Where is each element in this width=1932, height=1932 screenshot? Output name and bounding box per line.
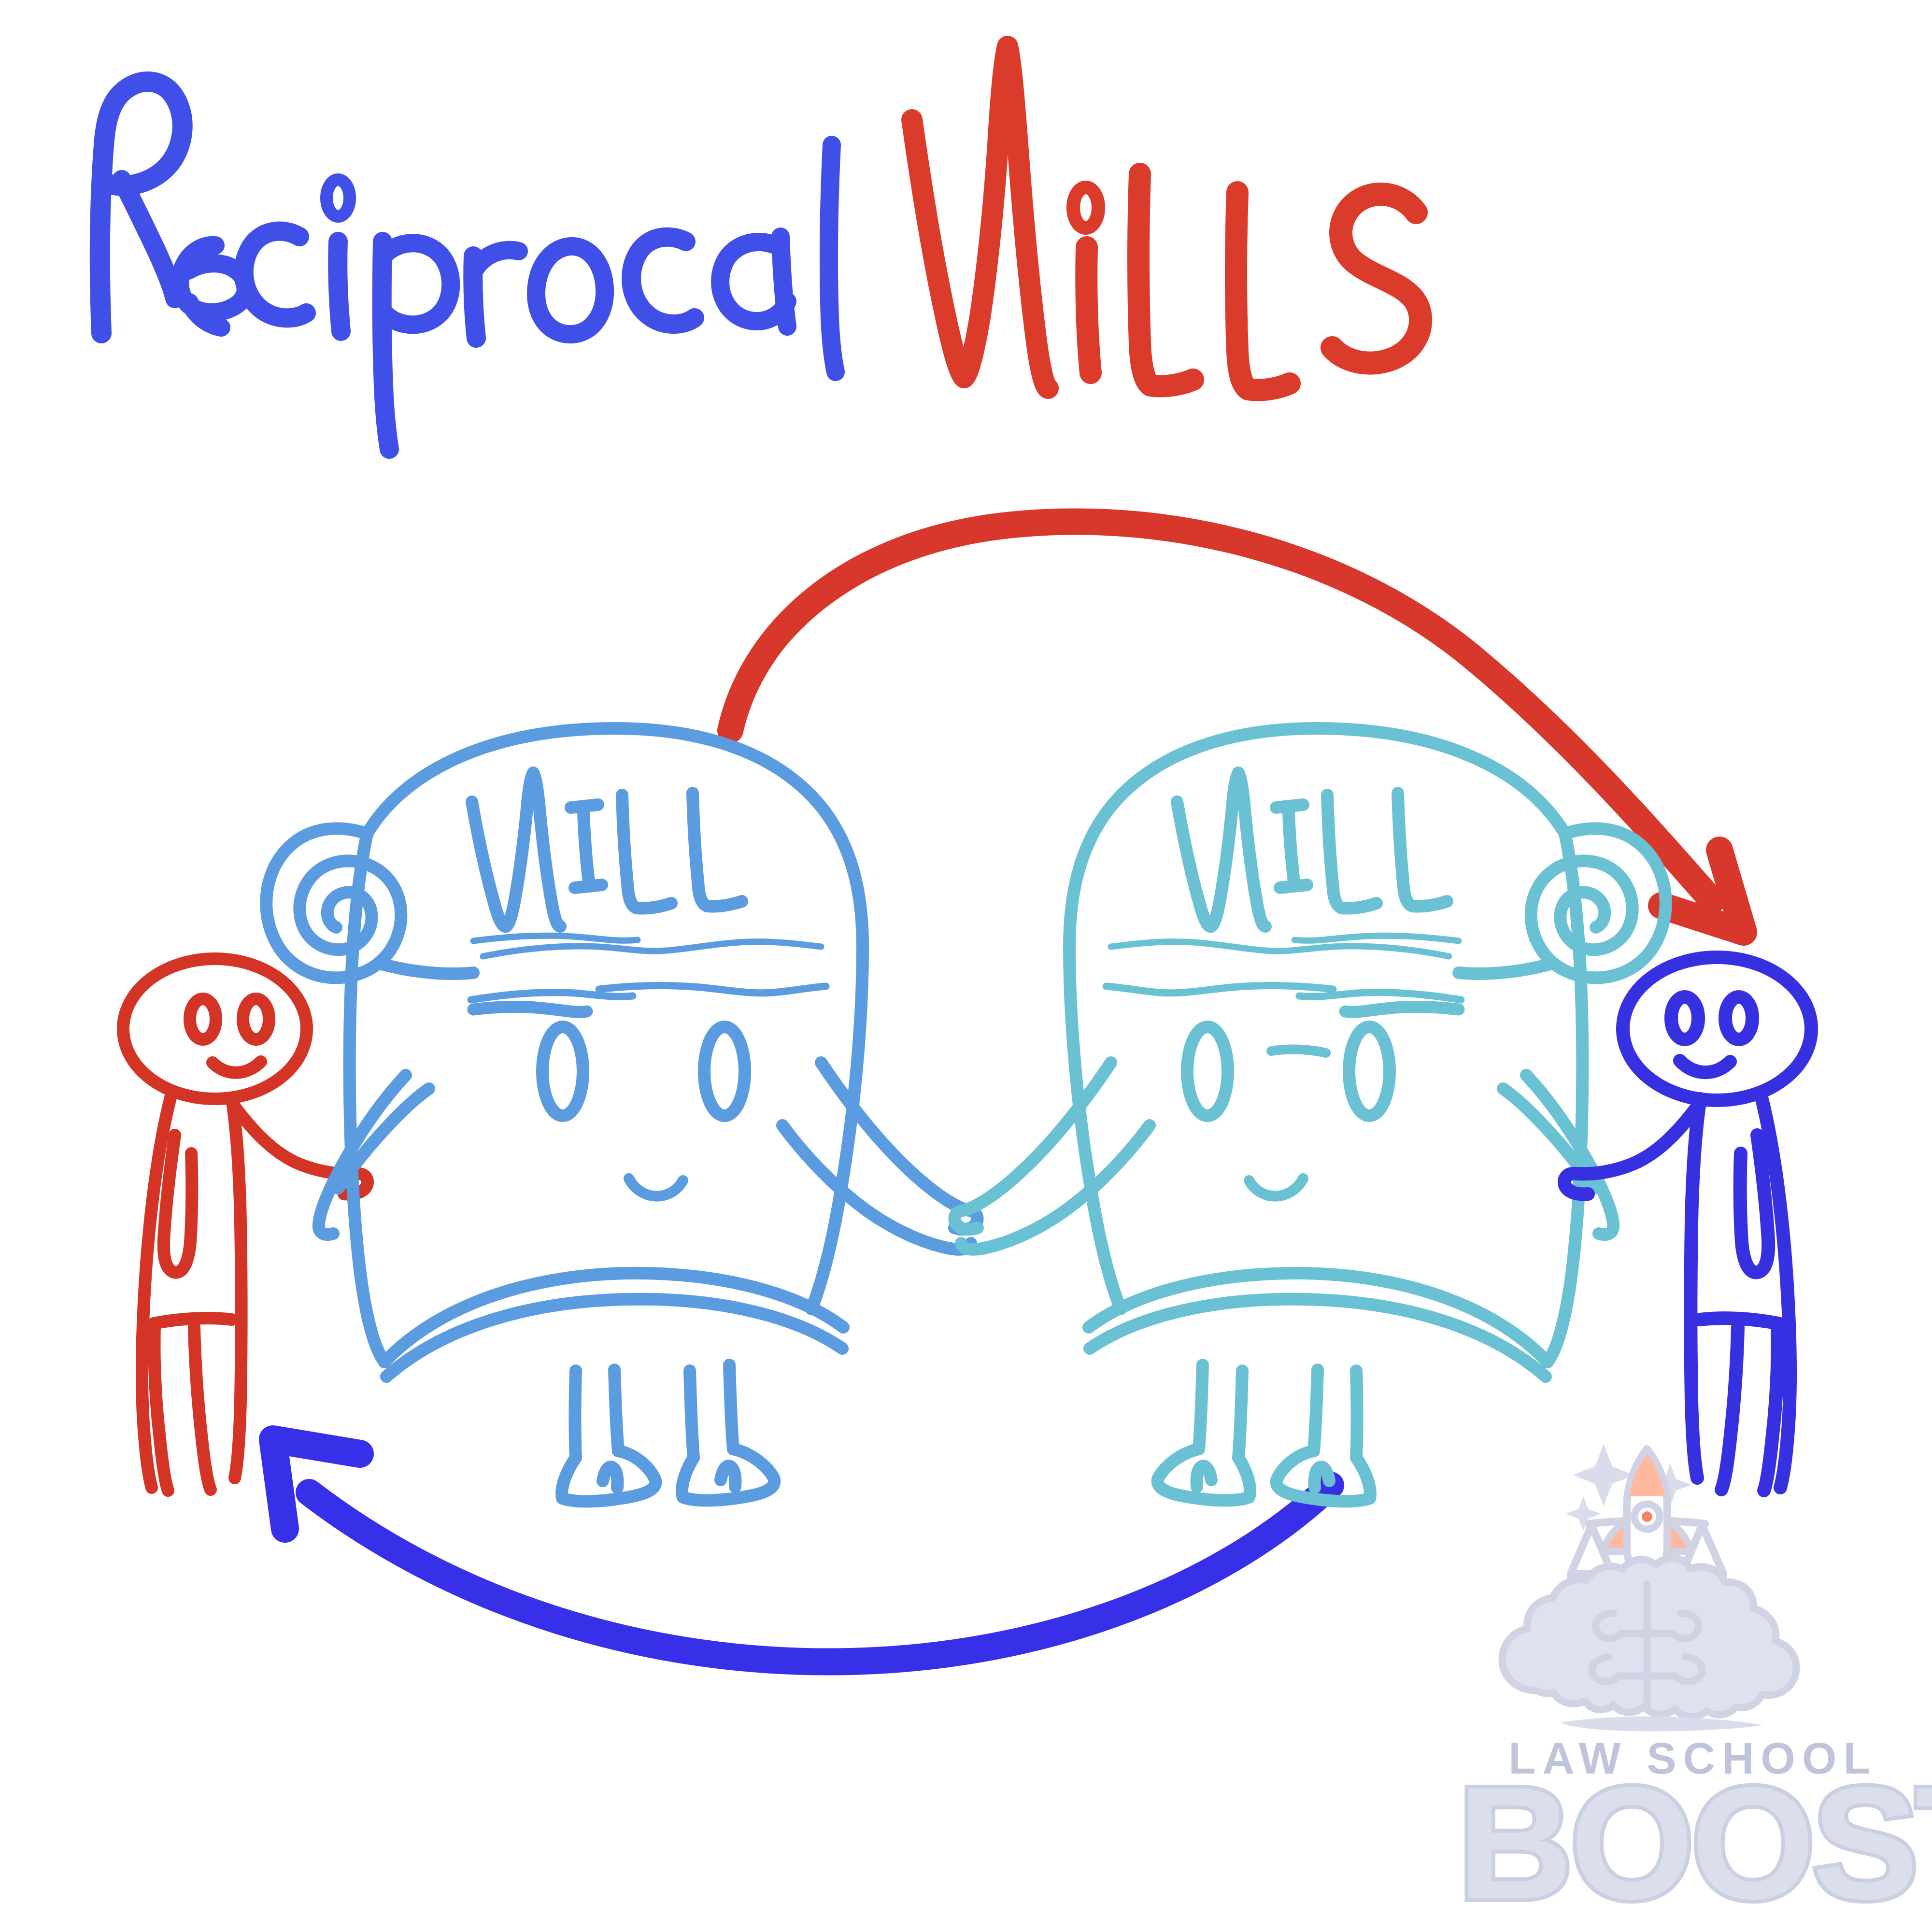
scroll-right-curl-icon — [1524, 822, 1672, 984]
sparkle-icon-1 — [1573, 1444, 1634, 1506]
scroll-right-bold-line — [1339, 1000, 1465, 1018]
scroll-left-bold-line — [467, 1000, 593, 1018]
scroll-left-leg-right-outer — [683, 1364, 700, 1464]
red-figure-hip-line — [147, 1312, 238, 1330]
scroll-right-arm-right-top — [1520, 1069, 1620, 1241]
scroll-right-ruled-lines — [1108, 932, 1462, 960]
red-figure-eye-left — [184, 993, 222, 1046]
scroll-left-leg-left-outer — [568, 1364, 582, 1464]
scroll-right-will-text — [1171, 767, 1453, 933]
logo-ground-shadow — [1560, 1716, 1763, 1732]
red-figure-body-left — [135, 1088, 178, 1494]
sparkle-icon-2 — [1649, 1463, 1691, 1506]
scroll-right-eye-right — [1343, 1021, 1396, 1122]
scroll-right-ruled-lines-2 — [1102, 982, 1465, 1004]
scroll-left-curl-icon — [260, 822, 408, 984]
logo-sparkles — [1566, 1444, 1691, 1531]
blue-figure-leg-a — [1757, 1319, 1785, 1497]
scroll-right-shoe-b — [1151, 1443, 1256, 1507]
title-word-wills — [901, 36, 1433, 401]
scroll-right-bottom-fold-bottom — [1083, 1293, 1552, 1383]
scroll-left-arm-right-bottom — [776, 1119, 977, 1256]
red-figure-leg-right — [188, 1321, 217, 1496]
rocket-fin-left — [1599, 1517, 1630, 1555]
scroll-right-bottom-fold-top — [1082, 1266, 1554, 1368]
logo-wordmark: BOOST — [1458, 1754, 1932, 1932]
scroll-right-shoe-b-heel — [1190, 1460, 1218, 1493]
scroll-left-bottom-fold-top — [378, 1266, 850, 1368]
scroll-right-shoe-a-heel — [1308, 1461, 1335, 1494]
scroll-right-arm-left-bottom — [955, 1119, 1156, 1256]
scroll-right-smile — [1244, 1173, 1308, 1202]
title-word-reciprocal — [89, 71, 845, 459]
scroll-left-smile — [624, 1173, 688, 1202]
red-figure-smile — [206, 1055, 267, 1079]
scroll-left-shoe-right — [676, 1443, 781, 1507]
scroll-left-arm-left-bottom — [332, 1082, 435, 1194]
scroll-left-ruled-lines-2 — [467, 982, 830, 1004]
red-arrow-head — [1648, 837, 1757, 946]
scroll-right-leg-a-outer — [1350, 1364, 1364, 1464]
scroll-left-eye-left — [536, 1021, 589, 1122]
scroll-right-leg-b-outer — [1232, 1364, 1249, 1464]
red-arc-arrow — [717, 508, 1757, 946]
logo-brain-cloud-icon — [1498, 1554, 1800, 1732]
scroll-left-outline-left — [343, 827, 391, 1368]
blue-figure-hip-line — [1693, 1311, 1785, 1330]
rocket-nose-cone — [1630, 1454, 1664, 1496]
blue-figure-smile — [1673, 1054, 1737, 1080]
logo-tagline: LAW SCHOOL — [1508, 1734, 1877, 1783]
scroll-right-arm-left-top — [948, 1056, 1117, 1236]
scroll-right-leg-b-inner — [1193, 1359, 1209, 1455]
blue-arc-arrow — [259, 1425, 1344, 1676]
sparkle-icon-3 — [1566, 1496, 1601, 1531]
red-figure-eye-right — [237, 993, 275, 1046]
red-figure-head — [117, 952, 313, 1105]
blue-figure-body-a — [1754, 1087, 1797, 1494]
scroll-left-leg-left-inner — [608, 1364, 625, 1457]
scroll-left-leg-right-inner — [723, 1359, 739, 1455]
blue-figure-head — [1616, 951, 1818, 1107]
scroll-left-arm-left-top — [312, 1069, 412, 1241]
blue-figure-leg-b — [1715, 1321, 1745, 1496]
blue-arrow-head — [259, 1425, 374, 1543]
scroll-left-shoe-left-heel — [597, 1461, 624, 1494]
scroll-left-eye-right — [698, 1021, 751, 1122]
scroll-right-nose-dash — [1266, 1044, 1331, 1058]
scroll-right-shoe-a — [1270, 1445, 1377, 1508]
blue-figure-arm-reaching — [1558, 1099, 1705, 1201]
blue-figure-eye-a — [1719, 990, 1759, 1046]
scroll-left-ruled-lines — [470, 932, 824, 960]
scroll-right-eye-left — [1181, 1021, 1234, 1122]
scroll-left-shoe-right-heel — [714, 1460, 742, 1493]
red-figure-arm-left — [157, 1129, 199, 1279]
red-figure-leg-left — [148, 1320, 174, 1497]
scroll-left-bottom-fold-bottom — [380, 1293, 849, 1383]
scroll-right-outline-right — [1541, 827, 1589, 1368]
scroll-right-leg-a-inner — [1307, 1364, 1324, 1457]
red-figure-body-right — [226, 1093, 248, 1484]
rocket-fin-right — [1664, 1517, 1695, 1555]
logo-wordmark-group: LAW SCHOOL BOOST — [1454, 1734, 1932, 1932]
scroll-right-curl-base — [1452, 958, 1557, 980]
scroll-left-curl-base — [375, 958, 480, 980]
blue-figure-body-b — [1684, 1092, 1707, 1485]
scroll-left-shoe-left — [555, 1445, 662, 1508]
blue-figure-arm-folded — [1733, 1128, 1776, 1279]
scroll-left-will-text — [466, 767, 748, 933]
blue-figure-eye-b — [1664, 990, 1705, 1046]
